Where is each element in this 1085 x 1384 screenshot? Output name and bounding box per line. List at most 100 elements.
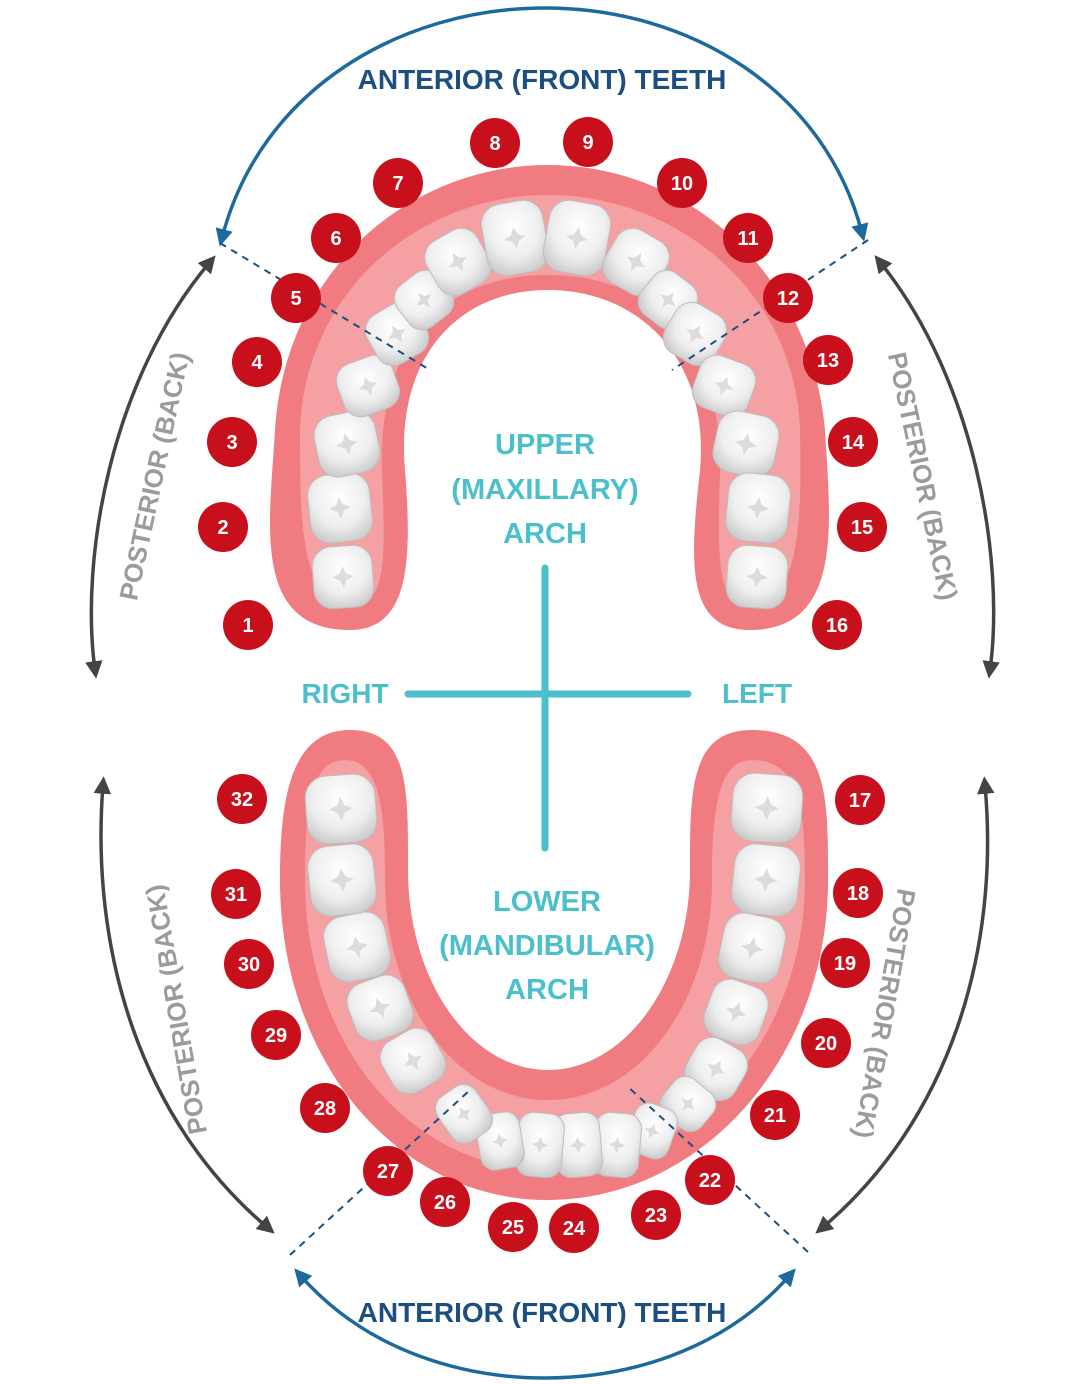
badge-circle — [232, 337, 282, 387]
posterior-lower-right-arrow — [93, 776, 275, 1234]
lower-tooth — [731, 843, 801, 917]
lower-tooth — [346, 974, 414, 1042]
badge-circle — [828, 417, 878, 467]
badge-circle — [685, 1155, 735, 1205]
lower-tooth — [434, 1083, 494, 1145]
badge-circle — [631, 1190, 681, 1240]
upper-tooth — [712, 410, 780, 478]
badge-circle — [801, 1018, 851, 1068]
tooth-number: 1 — [242, 615, 253, 637]
tooth-number-badge: 29 — [251, 1010, 301, 1060]
right-label: RIGHT — [301, 678, 388, 709]
upper-arch-label-line1: UPPER — [495, 429, 595, 461]
tooth-number-badge: 30 — [224, 939, 274, 989]
tooth-number: 3 — [226, 432, 237, 454]
tooth-number-badge: 31 — [211, 869, 261, 919]
lower-arch-label-line1: LOWER — [493, 886, 601, 918]
center-cross — [404, 564, 692, 852]
badge-circle — [803, 335, 853, 385]
tooth-number-badge: 22 — [685, 1155, 735, 1205]
upper-tooth — [307, 472, 373, 544]
badge-circle — [812, 600, 862, 650]
badge-circle — [657, 158, 707, 208]
tooth-number-badge: 12 — [763, 273, 813, 323]
badge-circle — [251, 1010, 301, 1060]
tooth-number-badge: 5 — [271, 273, 321, 323]
badge-circle — [835, 775, 885, 825]
upper-tooth — [313, 410, 381, 478]
left-label: LEFT — [722, 678, 792, 709]
tooth-number-badge: 1 — [223, 600, 273, 650]
tooth-number: 15 — [851, 517, 873, 539]
tooth-number-badge: 4 — [232, 337, 282, 387]
tooth-number: 21 — [764, 1105, 786, 1127]
badge-circle — [311, 213, 361, 263]
anterior-bottom-label: ANTERIOR (FRONT) TEETH — [358, 1297, 727, 1328]
badge-circle — [488, 1202, 538, 1252]
badge-circle — [207, 417, 257, 467]
tooth-number: 31 — [225, 884, 247, 906]
badge-circle — [373, 158, 423, 208]
tooth-number-badge: 16 — [812, 600, 862, 650]
tooth-number: 7 — [392, 173, 403, 195]
posterior-lower-right-label: POSTERIOR (BACK) — [139, 882, 212, 1136]
tooth-number-badge: 28 — [300, 1083, 350, 1133]
tooth-number-badge: 23 — [631, 1190, 681, 1240]
tooth-number-badge: 32 — [217, 774, 267, 824]
lower-arch-label-line2: (MANDIBULAR) — [439, 930, 655, 962]
tooth-number: 16 — [826, 615, 848, 637]
tooth-number-badge: 19 — [820, 938, 870, 988]
divider-upper-right — [219, 242, 431, 371]
tooth-number: 9 — [582, 132, 593, 154]
upper-tooth — [725, 472, 791, 544]
posterior-lower-left-arrow — [815, 776, 995, 1234]
lower-tooth — [718, 912, 786, 984]
tooth-number: 12 — [777, 288, 799, 310]
upper-tooth — [311, 544, 375, 610]
badge-circle — [217, 774, 267, 824]
lower-tooth — [307, 843, 377, 917]
posterior-upper-right-arrow — [85, 255, 216, 679]
lower-tooth — [730, 772, 804, 844]
tooth-number-badge: 15 — [837, 502, 887, 552]
badge-circle — [211, 869, 261, 919]
tooth-number-badge: 20 — [801, 1018, 851, 1068]
tooth-number-badge: 21 — [750, 1090, 800, 1140]
tooth-number-badge: 2 — [198, 502, 248, 552]
lower-arch-label-line3: ARCH — [505, 974, 589, 1006]
tooth-number: 5 — [290, 288, 301, 310]
badge-circle — [837, 502, 887, 552]
lower-tooth — [304, 773, 378, 845]
tooth-number-badge: 11 — [723, 213, 773, 263]
tooth-number: 13 — [817, 350, 839, 372]
tooth-number: 19 — [834, 953, 856, 975]
upper-arch-label-line3: ARCH — [503, 518, 587, 550]
badge-circle — [763, 273, 813, 323]
anterior-top-arrow — [215, 6, 869, 247]
upper-tooth — [335, 354, 401, 418]
tooth-number-badge: 27 — [363, 1146, 413, 1196]
posterior-upper-right-label: POSTERIOR (BACK) — [113, 349, 195, 602]
badge-circle — [271, 273, 321, 323]
badge-circle — [363, 1146, 413, 1196]
upper-arch-label-line2: (MAXILLARY) — [451, 474, 638, 506]
anterior-bottom-arrow — [294, 1268, 796, 1380]
tooth-number: 18 — [847, 883, 869, 905]
badge-circle — [224, 939, 274, 989]
tooth-number: 28 — [314, 1098, 336, 1120]
tooth-number-badge: 18 — [833, 868, 883, 918]
badge-circle — [549, 1203, 599, 1253]
tooth-number-badge: 24 — [549, 1203, 599, 1253]
badge-circle — [300, 1083, 350, 1133]
lower-teeth — [304, 772, 804, 1179]
tooth-number-badge: 6 — [311, 213, 361, 263]
upper-tooth — [662, 301, 728, 367]
tooth-number: 29 — [265, 1025, 287, 1047]
tooth-number-badge: 10 — [657, 158, 707, 208]
tooth-number-badge: 13 — [803, 335, 853, 385]
posterior-upper-left-arrow — [874, 255, 1000, 679]
badge-circle — [198, 502, 248, 552]
tooth-number-badge: 8 — [470, 118, 520, 168]
